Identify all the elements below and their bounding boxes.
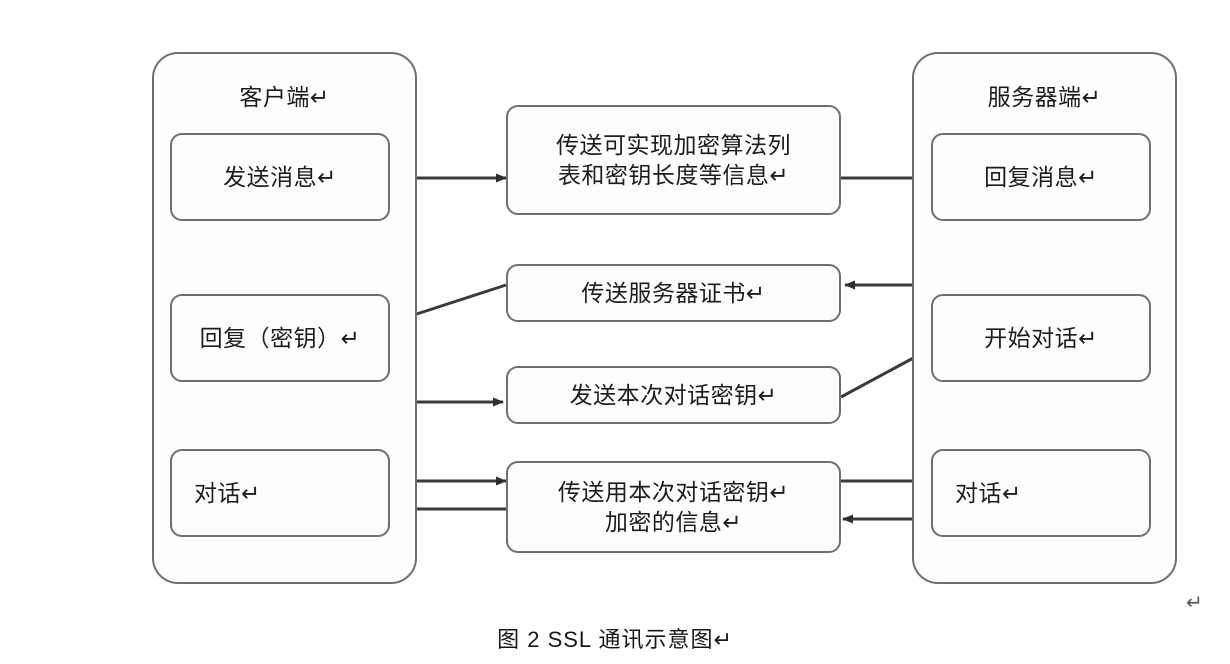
message-box-session-key-label: 发送本次对话密钥↵ [569,381,778,408]
server-box-reply-message[interactable]: 回复消息↵ [931,133,1151,221]
message-box-server-certificate-label: 传送服务器证书↵ [581,279,766,306]
stray-paragraph-mark: ↵ [1186,592,1203,614]
server-box-start-dialogue-label: 开始对话↵ [984,324,1098,351]
server-box-start-dialogue[interactable]: 开始对话↵ [931,294,1151,382]
server-container-title: 服务器端↵ [987,84,1102,110]
server-box-dialogue[interactable]: 对话↵ [931,449,1151,537]
client-container-title: 客户端↵ [239,84,330,110]
client-box-reply-key[interactable]: 回复（密钥）↵ [170,294,390,382]
message-box-session-key[interactable]: 发送本次对话密钥↵ [506,366,841,424]
figure-caption: 图 2 SSL 通讯示意图↵ [497,627,733,652]
client-box-dialogue[interactable]: 对话↵ [170,449,390,537]
client-box-send-message[interactable]: 发送消息↵ [170,133,390,221]
message-box-server-certificate[interactable]: 传送服务器证书↵ [506,264,841,322]
message-box-encrypted-payload-label: 传送用本次对话密钥↵ 加密的信息↵ [557,478,790,535]
client-box-dialogue-label: 对话↵ [194,479,261,506]
server-box-reply-message-label: 回复消息↵ [984,163,1098,190]
message-box-cipher-list[interactable]: 传送可实现加密算法列 表和密钥长度等信息↵ [506,105,841,215]
message-box-cipher-list-label: 传送可实现加密算法列 表和密钥长度等信息↵ [556,131,791,188]
server-box-dialogue-label: 对话↵ [955,479,1022,506]
message-box-encrypted-payload[interactable]: 传送用本次对话密钥↵ 加密的信息↵ [506,461,841,553]
client-box-send-message-label: 发送消息↵ [223,163,337,190]
client-box-reply-key-label: 回复（密钥）↵ [199,324,361,351]
